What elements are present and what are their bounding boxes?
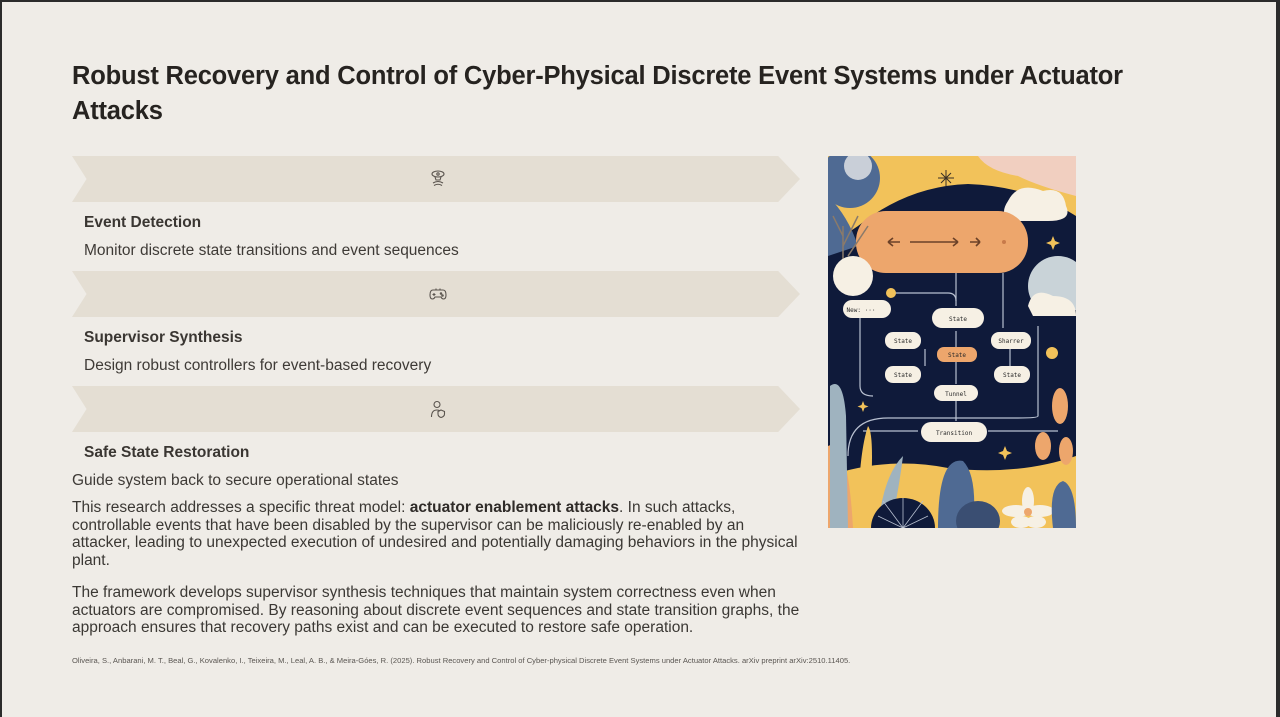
svg-text:State: State — [894, 338, 912, 345]
step-description: Guide system back to secure operational … — [72, 472, 399, 489]
process-steps: Event Detection Monitor discrete state t… — [72, 156, 802, 501]
radar-sensor-icon — [428, 169, 448, 189]
svg-text:Transition: Transition — [936, 430, 973, 437]
svg-text:State: State — [894, 372, 912, 379]
step-supervisor-synthesis: Supervisor Synthesis Design robust contr… — [72, 271, 802, 386]
page-title: Robust Recovery and Control of Cyber-Phy… — [72, 62, 1123, 125]
step-title: Supervisor Synthesis — [84, 329, 243, 346]
step-description: Design robust controllers for event-base… — [84, 357, 432, 374]
svg-text:State: State — [1003, 372, 1021, 379]
step-safe-state-restoration: Safe State Restoration Guide system back… — [72, 386, 802, 501]
threat-model-paragraph: This research addresses a specific threa… — [72, 499, 802, 569]
svg-text:New: ···: New: ··· — [847, 307, 876, 314]
step-title: Safe State Restoration — [84, 444, 250, 461]
step-description: Monitor discrete state transitions and e… — [84, 242, 459, 259]
step-banner — [72, 386, 800, 432]
svg-text:State: State — [948, 352, 966, 359]
step-event-detection: Event Detection Monitor discrete state t… — [72, 156, 802, 271]
step-banner — [72, 271, 800, 317]
emphasis-term: actuator enablement attacks — [409, 499, 620, 516]
state-transition-illustration: New: ··· State State Sharrer State State… — [828, 156, 1076, 528]
svg-text:State: State — [949, 316, 967, 323]
framework-paragraph: The framework develops supervisor synthe… — [72, 584, 800, 636]
paragraph-text: . In such attacks, controllable events t… — [72, 499, 798, 569]
gamepad-controller-icon — [428, 284, 448, 304]
paragraph-text: This research addresses a specific threa… — [72, 499, 410, 516]
citation: Oliveira, S., Anbarani, M. T., Beal, G.,… — [72, 656, 851, 665]
step-title: Event Detection — [84, 214, 202, 231]
step-banner — [72, 156, 800, 202]
user-shield-icon — [428, 399, 448, 419]
svg-text:Tunnel: Tunnel — [945, 391, 967, 398]
svg-text:Sharrer: Sharrer — [998, 338, 1024, 345]
